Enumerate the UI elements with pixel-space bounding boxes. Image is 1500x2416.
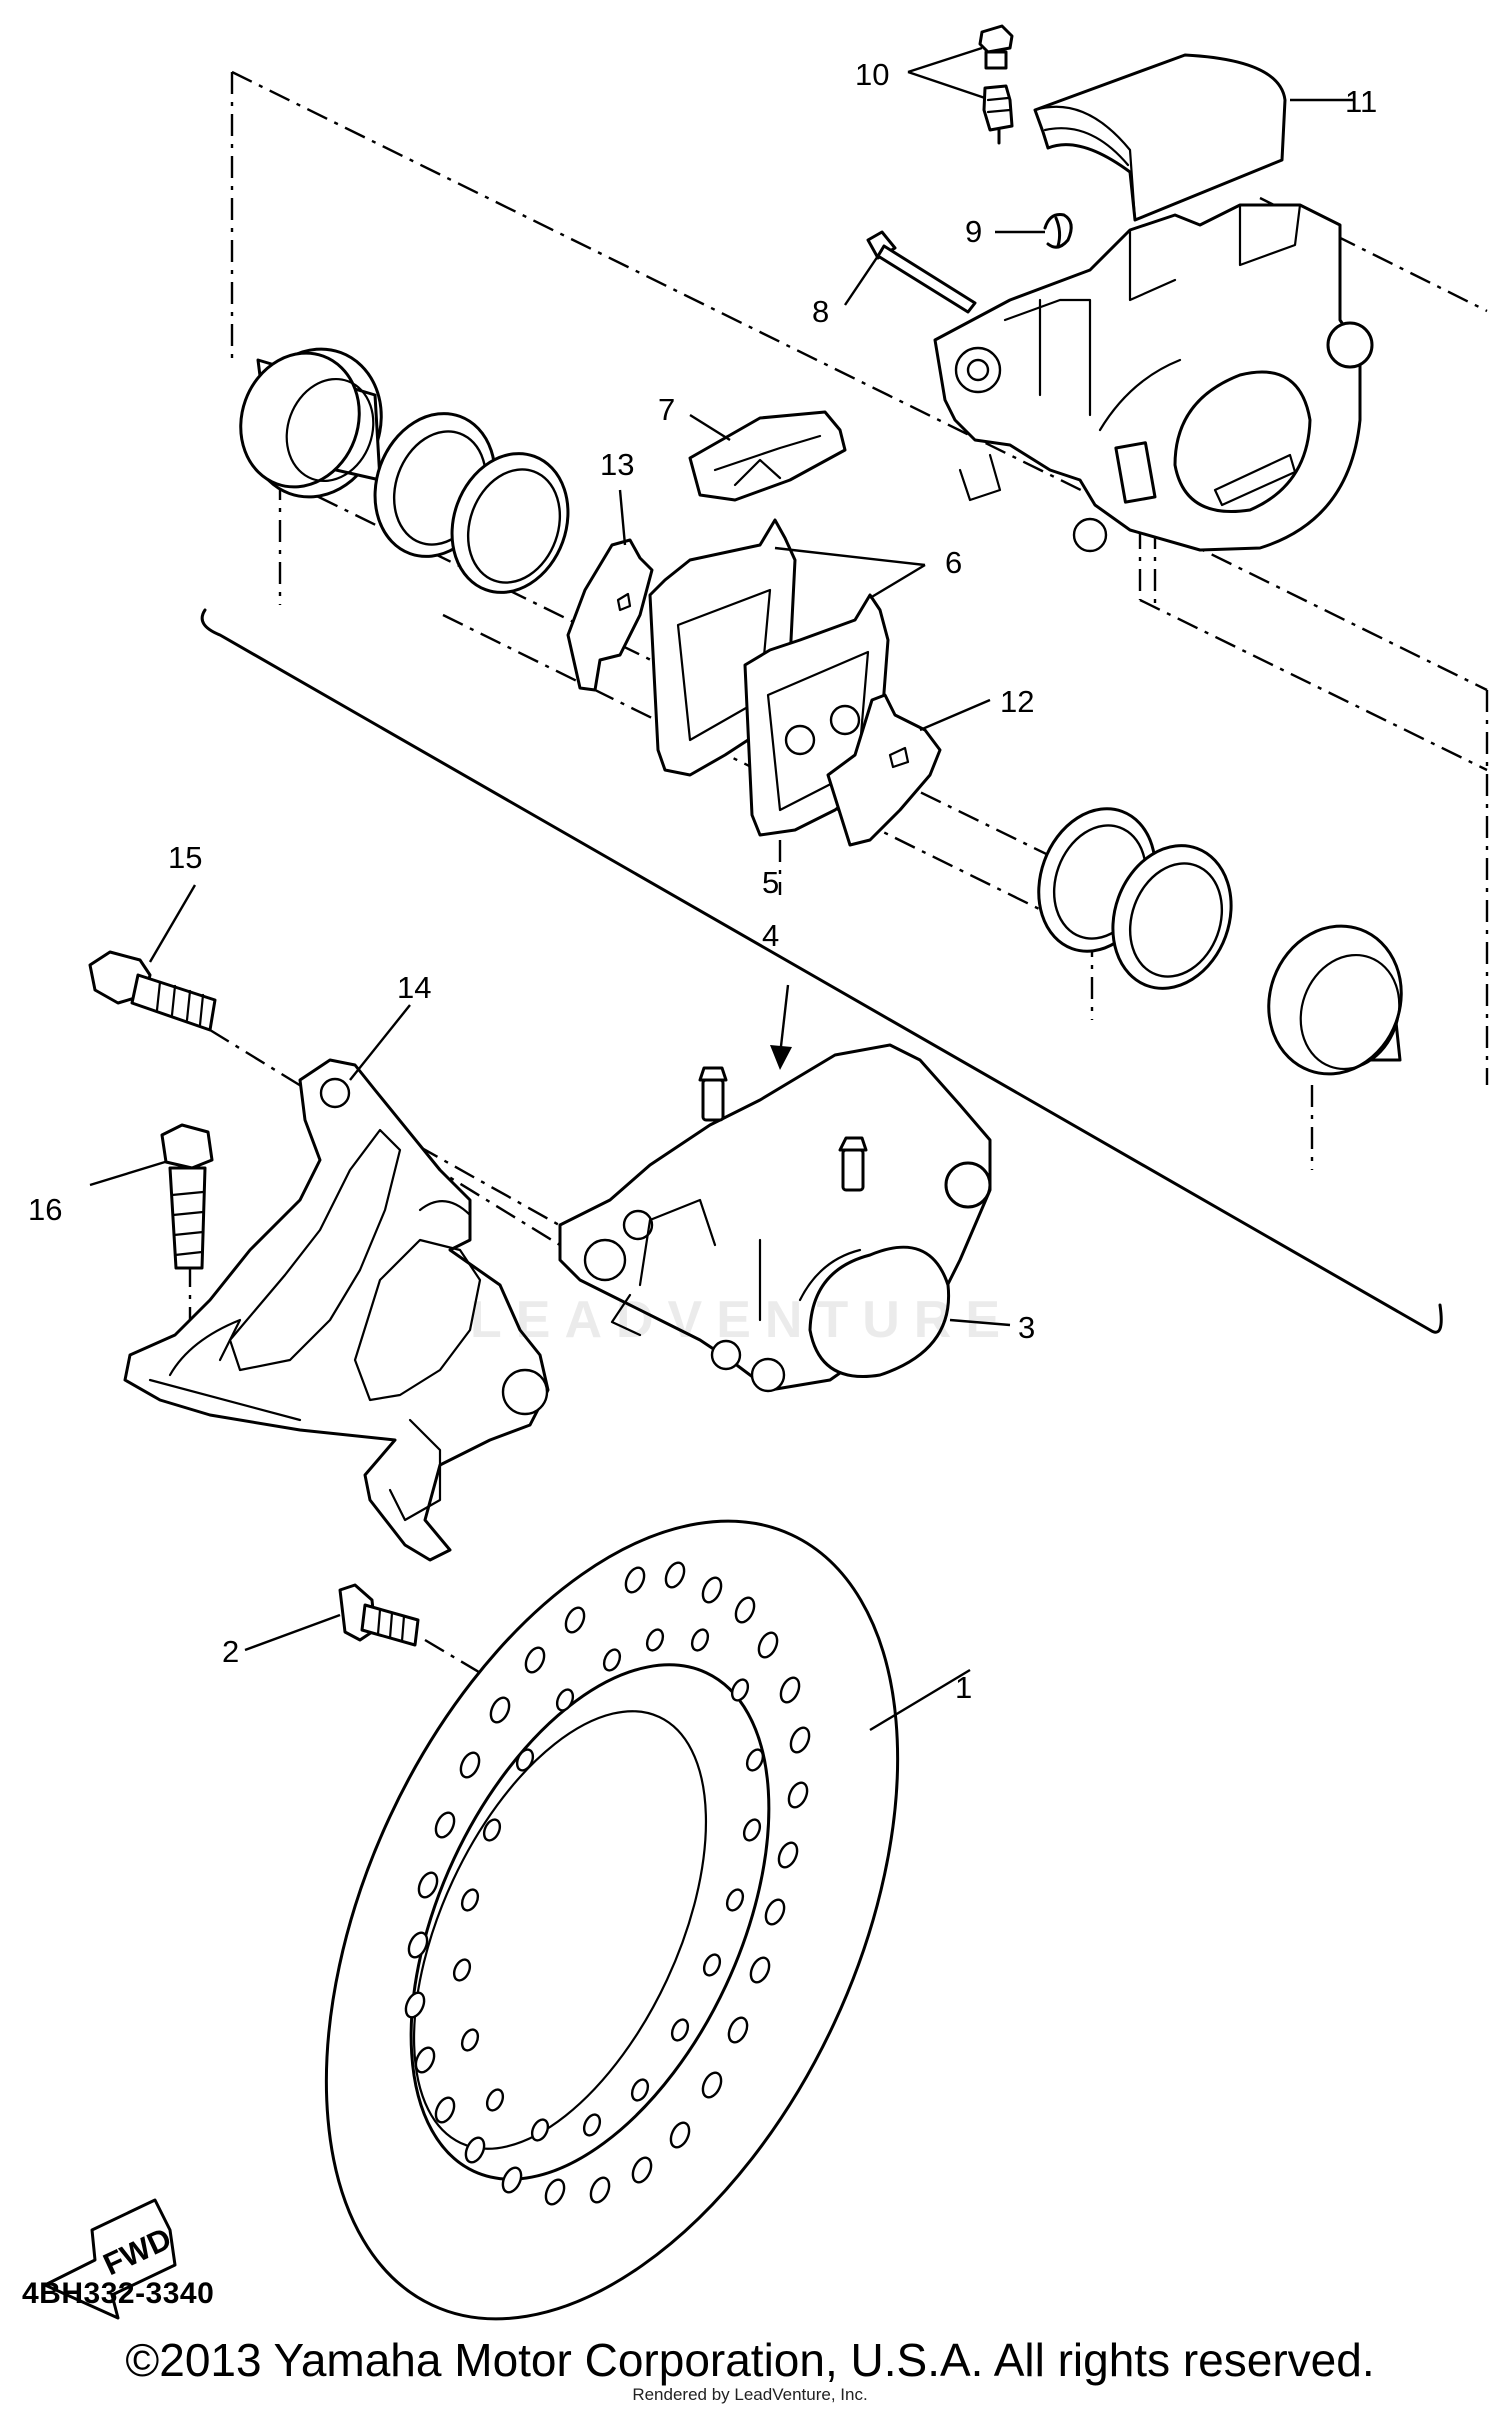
pad-pin-clip [1043, 213, 1073, 249]
copyright-notice: ©2013 Yamaha Motor Corporation, U.S.A. A… [125, 2334, 1375, 2386]
piston-seal-left-inner [450, 452, 570, 594]
callout-2: 2 [222, 1634, 239, 1669]
forward-direction-arrow: FWD [43, 2198, 177, 2320]
rendered-by-notice: Rendered by LeadVenture, Inc. [632, 2385, 868, 2404]
diagram-code: 4BH332-3340 [22, 2277, 215, 2310]
callout-9: 9 [965, 214, 982, 249]
callout-4: 4 [762, 918, 779, 953]
disc-bolt [338, 1583, 420, 1647]
callout-12: 12 [1000, 684, 1034, 719]
caliper-bolt [88, 950, 217, 1032]
callout-14: 14 [397, 970, 431, 1005]
assembly-arrow [770, 984, 792, 1070]
pad-shim-right [826, 693, 942, 847]
callout-1: 1 [955, 1670, 972, 1705]
callout-7: 7 [658, 392, 675, 427]
callout-11: 11 [1345, 84, 1377, 119]
callout-16: 16 [28, 1192, 62, 1227]
pad-shim-left [566, 538, 654, 692]
callout-15: 15 [168, 840, 202, 875]
caliper-housing-upper [933, 203, 1374, 553]
brake-disc [324, 1519, 900, 2321]
caliper-assembly [558, 1043, 992, 1393]
piston-left [239, 347, 383, 499]
callout-5: 5 [762, 865, 779, 900]
watermark: LEADVENTURE [470, 1291, 1015, 1349]
piston-right [1267, 924, 1403, 1076]
bleed-screw-set [978, 24, 1014, 145]
disc-drill-holes [404, 1561, 811, 2206]
piston-seal-right-inner [1111, 844, 1233, 990]
callout-13: 13 [600, 447, 634, 482]
callout-8: 8 [812, 294, 829, 329]
caliper-bracket [123, 1058, 550, 1562]
callout-labels: 1 2 3 4 5 6 7 8 9 10 11 12 13 14 15 16 [28, 57, 1377, 1705]
callout-3: 3 [1018, 1310, 1035, 1345]
bracket-bolt [160, 1123, 214, 1270]
assembly-bracket-line [200, 608, 1443, 1334]
callout-6: 6 [945, 545, 962, 580]
pad-spring [688, 410, 847, 502]
caliper-cover [1033, 53, 1287, 222]
callout-leaders [89, 46, 1355, 1732]
pad-pin [866, 230, 977, 314]
callout-10: 10 [855, 57, 889, 92]
